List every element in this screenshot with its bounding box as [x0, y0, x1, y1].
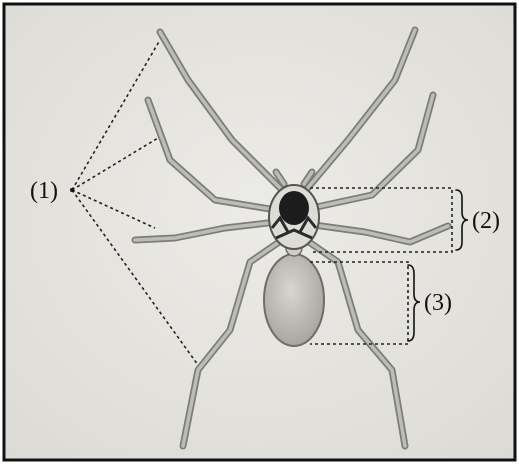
label-cephalothorax: (2): [472, 208, 500, 234]
spider-body: [264, 185, 324, 346]
spider-abdomen: [264, 254, 324, 346]
label-abdomen: (3): [424, 290, 452, 316]
label-legs: (1): [30, 178, 58, 204]
spider-carapace: [279, 191, 309, 225]
